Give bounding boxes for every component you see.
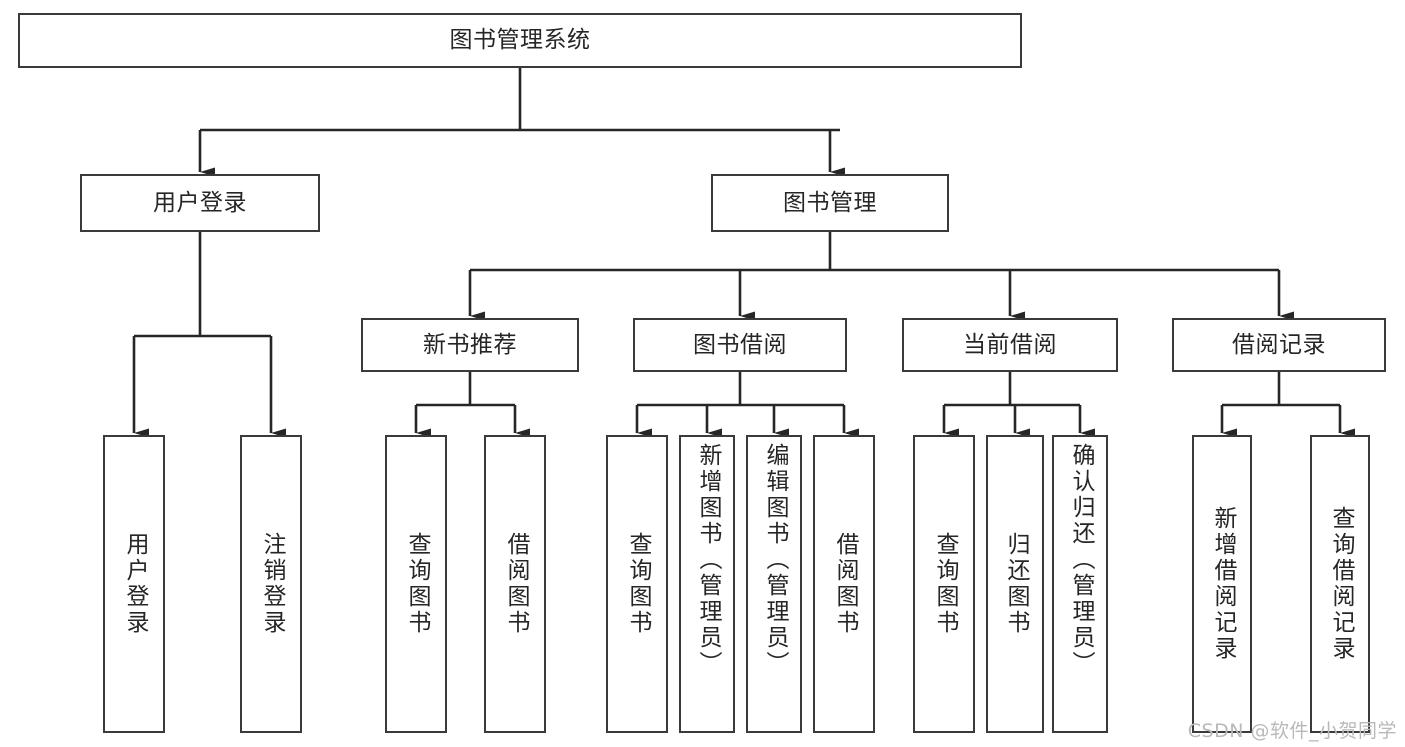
- node-book-management[interactable]: 图书管理: [711, 174, 949, 232]
- node-leaf-add-book-label: 新增图书（管理员）: [694, 443, 721, 677]
- node-leaf-borrow-book-1[interactable]: 借阅图书: [484, 435, 546, 733]
- node-leaf-query-book-1-label: 查询图书: [403, 532, 430, 636]
- node-leaf-add-book[interactable]: 新增图书（管理员）: [679, 435, 735, 733]
- node-leaf-user-login[interactable]: 用户登录: [103, 435, 165, 733]
- node-leaf-add-borrow-record-label: 新增借阅记录: [1209, 506, 1236, 662]
- node-leaf-query-book-3[interactable]: 查询图书: [913, 435, 975, 733]
- node-leaf-confirm-return[interactable]: 确认归还（管理员）: [1052, 435, 1108, 733]
- node-root-label: 图书管理系统: [449, 27, 591, 54]
- node-book-management-label: 图书管理: [783, 189, 877, 216]
- node-current-borrow-label: 当前借阅: [963, 331, 1057, 358]
- node-leaf-user-login-label: 用户登录: [121, 532, 148, 636]
- node-leaf-return-book[interactable]: 归还图书: [986, 435, 1044, 733]
- node-leaf-edit-book[interactable]: 编辑图书（管理员）: [746, 435, 802, 733]
- node-leaf-borrow-book-2[interactable]: 借阅图书: [813, 435, 875, 733]
- node-new-book-recommend-label: 新书推荐: [423, 331, 517, 358]
- node-leaf-logout-label: 注销登录: [258, 532, 285, 636]
- node-leaf-logout[interactable]: 注销登录: [240, 435, 302, 733]
- node-leaf-query-book-2[interactable]: 查询图书: [606, 435, 668, 733]
- node-leaf-return-book-label: 归还图书: [1002, 532, 1029, 636]
- csdn-watermark: CSDN @软件_小贺同学: [1187, 720, 1397, 742]
- node-book-borrow-label: 图书借阅: [693, 331, 787, 358]
- node-leaf-borrow-book-1-label: 借阅图书: [502, 532, 529, 636]
- node-leaf-query-book-3-label: 查询图书: [931, 532, 958, 636]
- node-new-book-recommend[interactable]: 新书推荐: [361, 318, 579, 372]
- node-leaf-borrow-book-2-label: 借阅图书: [831, 532, 858, 636]
- node-leaf-edit-book-label: 编辑图书（管理员）: [761, 443, 788, 677]
- node-current-borrow[interactable]: 当前借阅: [902, 318, 1118, 372]
- node-book-borrow[interactable]: 图书借阅: [633, 318, 847, 372]
- node-leaf-add-borrow-record[interactable]: 新增借阅记录: [1192, 435, 1252, 733]
- node-user-login[interactable]: 用户登录: [80, 174, 320, 232]
- node-leaf-query-book-2-label: 查询图书: [624, 532, 651, 636]
- node-borrow-records-label: 借阅记录: [1232, 331, 1326, 358]
- node-leaf-confirm-return-label: 确认归还（管理员）: [1067, 443, 1094, 677]
- node-leaf-query-borrow-record-label: 查询借阅记录: [1327, 506, 1354, 662]
- node-root[interactable]: 图书管理系统: [18, 13, 1022, 68]
- node-user-login-label: 用户登录: [153, 189, 247, 216]
- node-leaf-query-borrow-record[interactable]: 查询借阅记录: [1310, 435, 1370, 733]
- node-borrow-records[interactable]: 借阅记录: [1172, 318, 1386, 372]
- node-leaf-query-book-1[interactable]: 查询图书: [385, 435, 447, 733]
